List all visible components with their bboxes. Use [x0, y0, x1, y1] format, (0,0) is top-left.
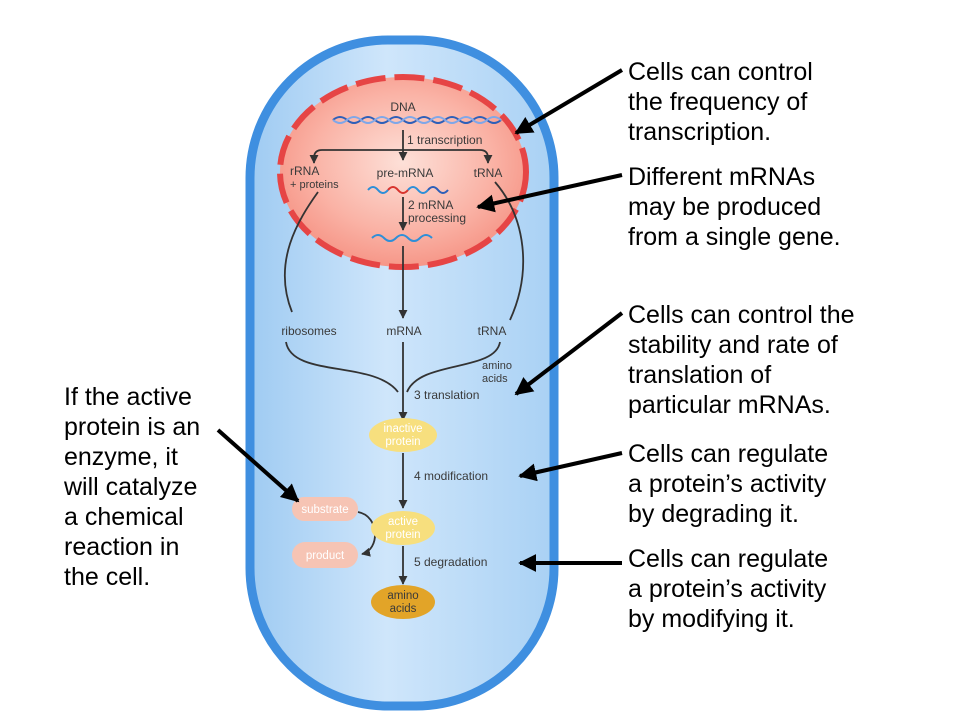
amino-acids-shape — [371, 585, 435, 619]
mrna-strand-icon — [371, 234, 433, 242]
active-protein-shape — [371, 511, 435, 545]
inactive-line1-label: inactive — [384, 423, 423, 435]
pointer-mrna-arrow — [476, 173, 623, 213]
dna-label: DNA — [390, 100, 415, 114]
note-degrading: Cells can regulate a protein’s activity … — [628, 440, 829, 528]
pre-mrna-label: pre-mRNA — [377, 166, 434, 180]
proteins-label: + proteins — [290, 179, 339, 191]
export-pathways — [283, 181, 525, 321]
active-line2-label: protein — [385, 529, 420, 541]
step3-translation-label: 3 translation — [414, 388, 479, 402]
pre-mrna-strand-icon — [367, 186, 449, 194]
amino-line1-label: amino — [482, 360, 512, 372]
note-transcription: Cells can control the frequency of trans… — [628, 58, 813, 146]
step1-transcription-label: 1 transcription — [407, 133, 482, 147]
pointer-transcription-arrow — [514, 68, 624, 135]
pointer-modification-arrow — [518, 451, 623, 482]
pointer-translation-arrow — [514, 311, 624, 396]
trna-nucleus-label: tRNA — [474, 166, 503, 180]
product-shape — [292, 542, 358, 568]
active-line1-label: active — [388, 516, 418, 528]
dna-helix-icon — [332, 116, 502, 124]
trna-cyto-label: tRNA — [478, 324, 507, 338]
pointer-arrows — [216, 68, 624, 572]
amino-line2-label: acids — [482, 373, 508, 385]
step5-degradation-label: 5 degradation — [414, 555, 487, 569]
substrate-shape — [292, 497, 358, 521]
substrate-label: substrate — [301, 504, 348, 516]
ribosomes-label: ribosomes — [281, 324, 336, 338]
note-modifying: Cells can regulate a protein’s activity … — [628, 545, 829, 633]
final-line2-label: acids — [390, 603, 417, 615]
translation-arrows — [285, 341, 501, 421]
inactive-line2-label: protein — [385, 436, 420, 448]
note-different-mrnas: Different mRNAs may be produced from a s… — [628, 163, 841, 251]
step4-modification-label: 4 modification — [414, 469, 488, 483]
step2-line1-label: 2 mRNA — [408, 198, 453, 212]
transcription-arrows — [309, 130, 493, 164]
note-translation: Cells can control the stability and rate… — [628, 301, 855, 419]
note-enzyme: If the active protein is an enzyme, it w… — [64, 383, 201, 591]
rrna-label: rRNA — [290, 164, 319, 178]
pointer-substrate-arrow — [216, 428, 300, 503]
step2-line2-label: processing — [408, 211, 466, 225]
product-label: product — [306, 550, 345, 562]
mrna-cyto-label: mRNA — [386, 324, 421, 338]
inactive-protein-shape — [369, 418, 437, 452]
final-line1-label: amino — [387, 590, 418, 602]
